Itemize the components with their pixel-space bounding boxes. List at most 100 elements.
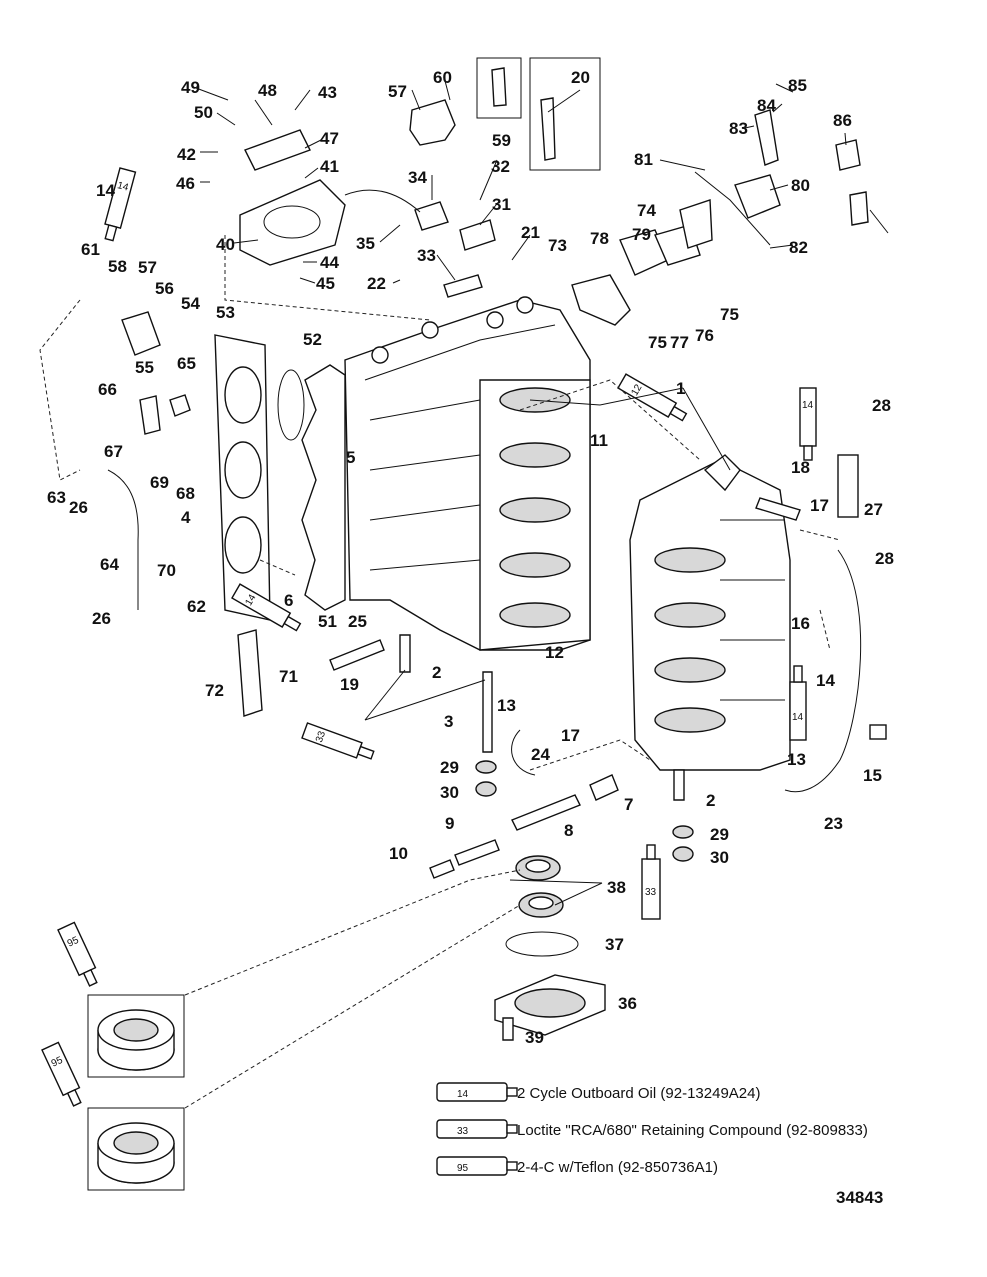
bracket-56 bbox=[121, 311, 161, 356]
part-15 bbox=[869, 724, 887, 740]
callout: 25 bbox=[348, 612, 367, 631]
legend-description: Loctite "RCA/680" Retaining Compound (92… bbox=[517, 1122, 868, 1139]
callout: 49 bbox=[181, 78, 200, 97]
callout: 79 bbox=[632, 225, 651, 244]
callout: 37 bbox=[605, 935, 624, 954]
tube-icon bbox=[436, 1156, 518, 1176]
tube-95-lower: 95 bbox=[41, 1041, 82, 1107]
fitting-19 bbox=[329, 639, 385, 671]
valve-7 bbox=[589, 774, 619, 801]
callout: 68 bbox=[176, 484, 195, 503]
washer-29-right bbox=[672, 825, 694, 839]
clip-85 bbox=[835, 139, 861, 171]
callout: 38 bbox=[607, 878, 626, 897]
legend-row-2: 33 Loctite "RCA/680" Retaining Compound … bbox=[436, 1119, 868, 1139]
inset-box-20 bbox=[529, 57, 601, 171]
tube-33-bottom: 33 bbox=[641, 844, 661, 920]
callout: 2 bbox=[706, 791, 715, 810]
tube-label: 33 bbox=[645, 887, 657, 898]
callout-labels: 1 2 2 3 4 5 6 7 8 9 10 11 12 13 13 14 14… bbox=[47, 68, 894, 1047]
callout: 62 bbox=[187, 597, 206, 616]
legend-row-3: 95 2-4-C w/Teflon (92-850736A1) bbox=[436, 1156, 718, 1176]
callout: 14 bbox=[96, 181, 115, 200]
tube-label: 12 bbox=[629, 382, 644, 398]
callout: 26 bbox=[69, 498, 88, 517]
callout: 80 bbox=[791, 176, 810, 195]
callout: 71 bbox=[279, 667, 298, 686]
callout: 16 bbox=[791, 614, 810, 633]
cover-plate-40 bbox=[239, 179, 346, 266]
block-57-top bbox=[409, 99, 456, 146]
callout: 44 bbox=[320, 253, 339, 272]
sensor-64 bbox=[169, 394, 191, 417]
inset-box-58 bbox=[476, 57, 522, 119]
head-gasket bbox=[301, 364, 346, 611]
pin-10 bbox=[429, 859, 455, 879]
callout: 64 bbox=[100, 555, 119, 574]
tube-label: 14 bbox=[243, 592, 258, 608]
callout: 50 bbox=[194, 103, 213, 122]
callout: 47 bbox=[320, 129, 339, 148]
callout: 14 bbox=[816, 671, 835, 690]
callout: 75 bbox=[648, 333, 667, 352]
callout: 24 bbox=[531, 745, 550, 764]
callout: 33 bbox=[417, 246, 436, 265]
stud-2-left bbox=[399, 634, 411, 673]
callout: 53 bbox=[216, 303, 235, 322]
bracket-72 bbox=[571, 274, 631, 326]
bracket-33 bbox=[443, 274, 483, 298]
callout: 51 bbox=[318, 612, 337, 631]
bracket-70 bbox=[237, 629, 263, 717]
callout: 86 bbox=[833, 111, 852, 130]
callout: 30 bbox=[440, 783, 459, 802]
cylinder-block bbox=[344, 296, 591, 651]
tube-icon bbox=[436, 1119, 518, 1139]
legend: 14 2 Cycle Outboard Oil (92-13249A24) 33… bbox=[436, 1082, 868, 1176]
crankcase-cover bbox=[629, 454, 791, 771]
callout: 39 bbox=[525, 1028, 544, 1047]
callout: 10 bbox=[389, 844, 408, 863]
stud-2-right bbox=[673, 769, 685, 801]
tube-14-left-bottom: 14 bbox=[231, 583, 302, 632]
callout: 67 bbox=[104, 442, 123, 461]
tube-label: 95 bbox=[66, 935, 81, 950]
callout: 36 bbox=[618, 994, 637, 1013]
seal-detail-box-2 bbox=[87, 1107, 185, 1191]
callout: 57 bbox=[138, 258, 157, 277]
tube-95-upper: 95 bbox=[57, 921, 98, 987]
callout: 18 bbox=[791, 458, 810, 477]
callout: 17 bbox=[810, 496, 829, 515]
tube-label: 33 bbox=[314, 729, 328, 744]
callout: 59 bbox=[492, 131, 511, 150]
callout: 15 bbox=[863, 766, 882, 785]
callout: 30 bbox=[710, 848, 729, 867]
callout: 1 bbox=[676, 379, 685, 398]
callout: 23 bbox=[824, 814, 843, 833]
stud-3 bbox=[482, 671, 493, 753]
callout: 3 bbox=[444, 712, 453, 731]
tube-label: 14 bbox=[792, 712, 804, 723]
callout: 66 bbox=[98, 380, 117, 399]
legend-tube-number: 95 bbox=[457, 1163, 469, 1174]
callout: 70 bbox=[157, 561, 176, 580]
callout: 83 bbox=[729, 119, 748, 138]
callout: 22 bbox=[367, 274, 386, 293]
legend-description: 2-4-C w/Teflon (92-850736A1) bbox=[517, 1159, 718, 1176]
clamp-66 bbox=[139, 395, 161, 435]
callout: 81 bbox=[634, 150, 653, 169]
callout: 74 bbox=[637, 201, 656, 220]
callout: 34 bbox=[408, 168, 427, 187]
callout: 29 bbox=[440, 758, 459, 777]
cylinder-head bbox=[214, 334, 271, 621]
callout: 40 bbox=[216, 235, 235, 254]
callout: 73 bbox=[548, 236, 567, 255]
screw-39 bbox=[502, 1017, 514, 1041]
callout: 42 bbox=[177, 145, 196, 164]
callout: 72 bbox=[205, 681, 224, 700]
callout: 5 bbox=[346, 448, 355, 467]
tube-label: 14 bbox=[116, 180, 130, 194]
legend-tube-number: 14 bbox=[457, 1089, 469, 1100]
callout: 41 bbox=[320, 157, 339, 176]
seal-detail-box-1 bbox=[87, 994, 185, 1078]
